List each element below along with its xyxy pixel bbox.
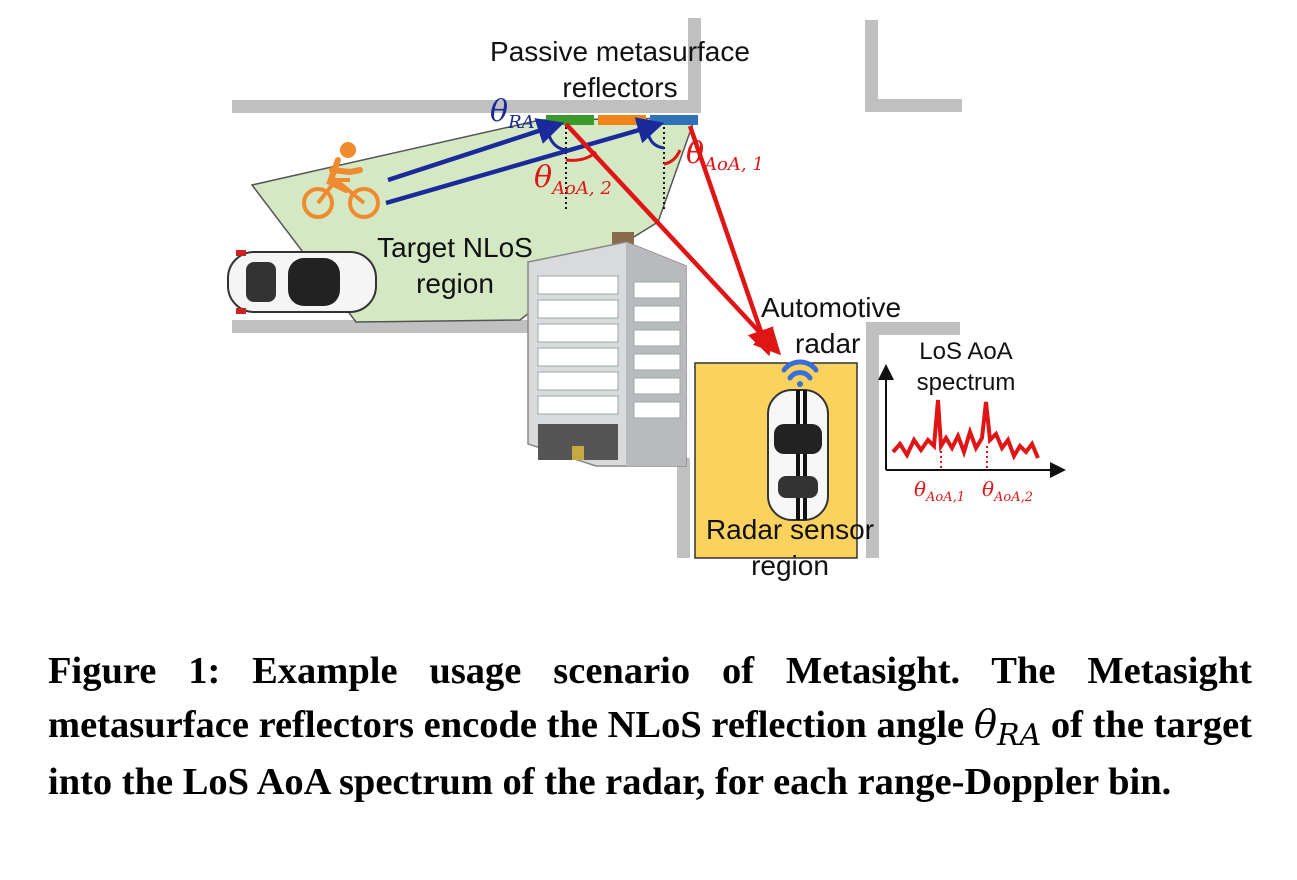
- theta-ra-sub: RA: [508, 112, 535, 133]
- metasurface-reflectors: [546, 115, 698, 125]
- scenario-figure: Passive metasurface reflectors Target NL…: [227, 18, 1066, 584]
- metasurface-label: Passive metasurface reflectors: [460, 34, 780, 106]
- spectrum-aoa1-symbol: θ: [914, 477, 927, 501]
- target-region-label: Target NLoS region: [340, 230, 570, 302]
- figure-caption: Figure 1: Example usage scenario of Meta…: [48, 644, 1252, 809]
- theta-aoa1-sub: AoA, 1: [704, 154, 764, 175]
- target-region-label-line2: region: [416, 268, 494, 299]
- caption-theta-sub: RA: [997, 718, 1042, 753]
- radar-car-icon: [767, 389, 829, 521]
- radar-region-label: Radar sensor region: [690, 512, 890, 584]
- radar-signal-icon: [781, 359, 819, 387]
- caption-part2: of the target into the LoS AoA spectrum …: [48, 704, 1252, 803]
- incident-beams: [385, 117, 665, 206]
- theta-aoa2-sub: AoA, 2: [552, 178, 612, 199]
- theta-ra-symbol: θ: [490, 94, 509, 129]
- spectrum-aoa1-label: θAoA,1: [914, 476, 984, 511]
- target-region-label-line1: Target NLoS: [377, 232, 533, 263]
- spectrum-label: LoS AoA spectrum: [896, 336, 1036, 398]
- reflector-blue: [650, 115, 698, 125]
- theta-aoa2-label: θAoA, 2: [534, 160, 654, 207]
- aoa-spectrum-plot: [878, 364, 1066, 478]
- theta-ra-label: θRA: [490, 94, 570, 141]
- theta-aoa1-symbol: θ: [686, 136, 705, 171]
- theta-aoa2-symbol: θ: [534, 160, 553, 195]
- theta-aoa1-label: θAoA, 1: [686, 136, 806, 183]
- metasurface-label-line1: Passive metasurface: [490, 36, 750, 67]
- radar-region-label-line2: region: [751, 550, 829, 581]
- reflector-green: [546, 115, 594, 125]
- spectrum-aoa2-symbol: θ: [982, 477, 995, 501]
- nlos-car-icon: [227, 250, 377, 314]
- caption-part1: Figure 1: Example usage scenario of Meta…: [48, 650, 1252, 746]
- automotive-radar-label-line2: radar: [795, 328, 861, 359]
- automotive-radar-label: Automotive radar: [745, 290, 915, 362]
- caption-theta: θ: [973, 702, 997, 747]
- scenario-diagram: [227, 18, 1066, 559]
- spectrum-aoa2-label: θAoA,2: [982, 476, 1052, 511]
- spectrum-curve: [891, 399, 1040, 461]
- reflected-beams: [564, 122, 782, 357]
- metasurface-label-line2: reflectors: [562, 72, 678, 103]
- spectrum-aoa2-sub: AoA,2: [994, 490, 1034, 505]
- reflector-orange: [598, 115, 646, 125]
- spectrum-aoa1-sub: AoA,1: [926, 490, 966, 505]
- radar-region-label-line1: Radar sensor: [705, 514, 875, 545]
- building-icon: [527, 232, 687, 467]
- spectrum-label-line1: LoS AoA: [919, 338, 1013, 365]
- walls: [232, 18, 962, 558]
- bicycle-icon: [302, 142, 380, 219]
- spectrum-label-line2: spectrum: [916, 369, 1016, 396]
- automotive-radar-label-line1: Automotive: [761, 292, 902, 323]
